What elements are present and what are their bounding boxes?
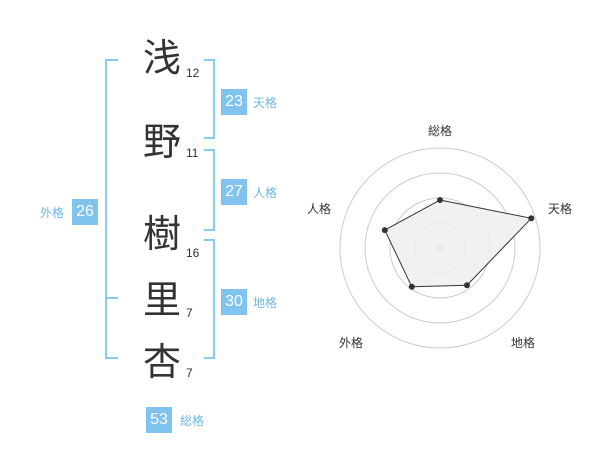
gaikaku-badge: 26 <box>72 199 98 225</box>
stroke-count-5: 7 <box>186 366 193 380</box>
stroke-count-1: 12 <box>186 66 200 80</box>
radar-grid-ring-4 <box>339 147 541 349</box>
jinkaku-badge: 27 <box>221 179 247 205</box>
name-kanji-1: 浅 <box>142 36 181 80</box>
tenkaku-badge: 23 <box>221 89 247 115</box>
name-kanji-5: 杏 <box>142 340 181 384</box>
gaikaku-bracket <box>105 59 118 359</box>
chikaku-label: 地格 <box>253 296 278 310</box>
name-kanji-2: 野 <box>142 120 181 164</box>
stroke-count-3: 16 <box>186 246 200 260</box>
radar-point-1 <box>528 215 535 222</box>
radar-grid-ring-3 <box>364 172 516 324</box>
radar-axis-label-4: 人格 <box>307 202 332 216</box>
radar-axis-label-2: 地格 <box>511 336 536 350</box>
gaikaku-label: 外格 <box>40 206 65 220</box>
radar-point-0 <box>437 197 443 203</box>
radar-value-polygon <box>384 199 533 288</box>
stroke-count-4: 7 <box>186 306 193 320</box>
radar-point-4 <box>381 227 388 234</box>
name-kanji-4: 里 <box>142 278 181 322</box>
radar-point-2 <box>464 282 470 289</box>
radar-axis-label-1: 天格 <box>548 202 573 216</box>
tenkaku-bracket <box>204 59 215 139</box>
name-kanji-3: 樹 <box>142 212 181 256</box>
radar-axis-label-3: 外格 <box>339 336 364 350</box>
chikaku-bracket <box>204 239 215 359</box>
radar-point-3 <box>408 283 415 290</box>
chikaku-badge: 30 <box>221 289 247 315</box>
tenkaku-label: 天格 <box>253 96 278 110</box>
soukaku-label: 総格 <box>180 414 205 428</box>
stroke-count-2: 11 <box>186 146 199 160</box>
jinkaku-label: 人格 <box>253 186 278 200</box>
radar-axis-label-0: 総格 <box>428 124 453 138</box>
soukaku-badge: 53 <box>146 407 172 433</box>
jinkaku-bracket <box>204 149 215 231</box>
